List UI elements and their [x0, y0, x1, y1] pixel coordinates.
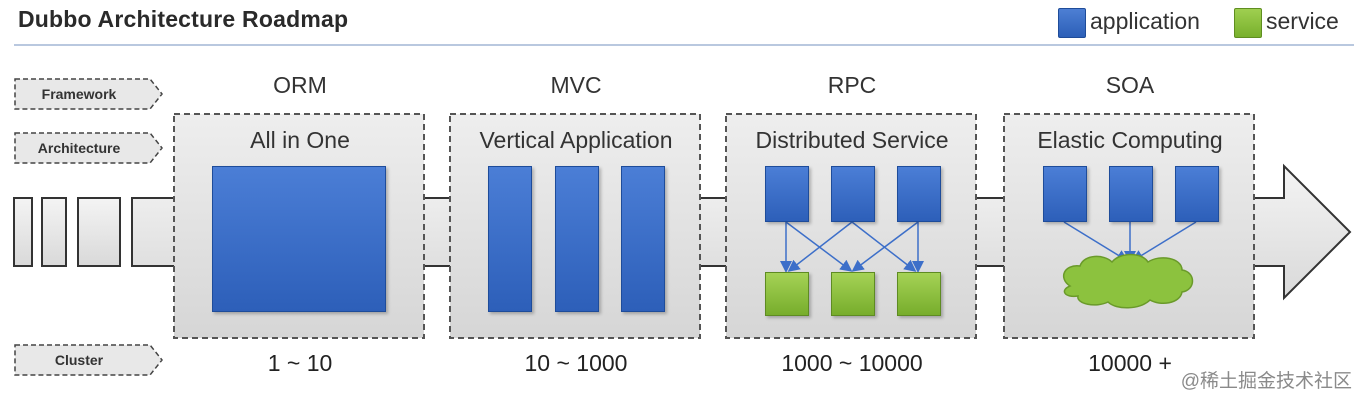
scale-label-soa: 10000 +: [1088, 350, 1172, 376]
side-tag-label: Cluster: [54, 352, 104, 368]
application-block: [555, 166, 599, 312]
panel-title-distributed-service: Distributed Service: [755, 127, 949, 153]
legend-swatch-service: [1234, 8, 1262, 38]
legend-label-application: application: [1090, 8, 1200, 34]
application-block: [212, 166, 386, 312]
panel-title-vertical-application: Vertical Application: [479, 127, 673, 153]
side-tag-label: Architecture: [37, 140, 121, 156]
application-block: [765, 166, 809, 222]
service-cloud: [1062, 253, 1194, 309]
application-block: [1043, 166, 1087, 222]
side-tag-framework: Framework: [14, 78, 163, 110]
scale-label-rpc: 1000 ~ 10000: [781, 350, 923, 376]
panel-title-all-in-one: All in One: [250, 127, 350, 153]
service-block: [897, 272, 941, 316]
soa-connections: [1063, 221, 1197, 263]
application-block: [1109, 166, 1153, 222]
application-block: [1175, 166, 1219, 222]
side-tag-label: Framework: [41, 86, 117, 102]
era-label-mvc: MVC: [550, 72, 602, 98]
legend-label-service: service: [1266, 8, 1339, 34]
side-tag-architecture: Architecture: [14, 132, 163, 164]
scale-label-orm: 1 ~ 10: [267, 350, 333, 376]
era-label-soa: SOA: [1105, 72, 1155, 98]
title-underline: [14, 44, 1354, 46]
era-label-orm: ORM: [273, 72, 327, 98]
rpc-connections: [780, 221, 924, 273]
application-block: [831, 166, 875, 222]
side-tag-cluster: Cluster: [14, 344, 163, 376]
era-label-rpc: RPC: [827, 72, 877, 98]
scale-label-mvc: 10 ~ 1000: [524, 350, 628, 376]
service-block: [831, 272, 875, 316]
watermark: @稀土掘金技术社区: [1180, 371, 1352, 392]
service-block: [765, 272, 809, 316]
arrow-tail-bar-3: [77, 197, 121, 267]
diagram-title: Dubbo Architecture Roadmap: [18, 6, 349, 32]
application-block: [621, 166, 665, 312]
arrow-tail-bar-1: [13, 197, 33, 267]
application-block: [488, 166, 532, 312]
application-block: [897, 166, 941, 222]
legend-swatch-application: [1058, 8, 1086, 38]
panel-title-elastic-computing: Elastic Computing: [1037, 127, 1223, 153]
arrow-tail-bar-2: [41, 197, 67, 267]
